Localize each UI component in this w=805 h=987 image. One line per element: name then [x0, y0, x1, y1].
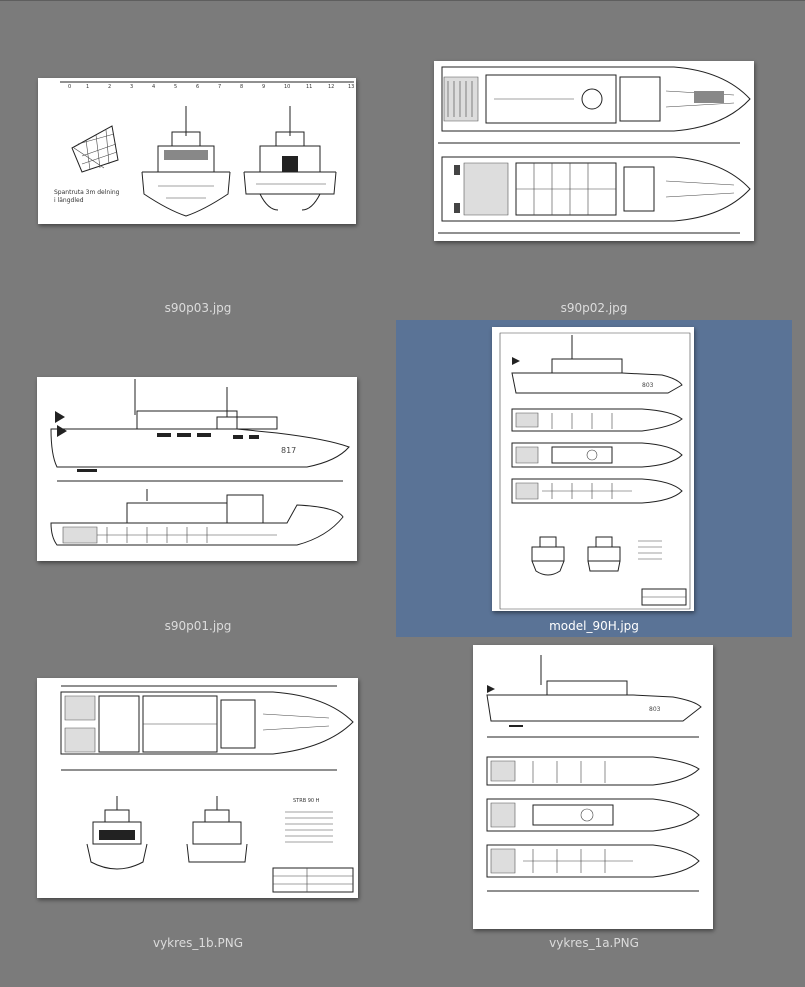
svg-text:13: 13 [348, 84, 354, 90]
file-name-label: s90p01.jpg [164, 619, 232, 633]
top-border [0, 0, 805, 1]
svg-text:817: 817 [281, 446, 296, 455]
file-tile-s90p01[interactable]: 817 s90p01.jpg [10, 327, 386, 637]
file-name-label: vykres_1a.PNG [549, 936, 639, 950]
svg-text:12: 12 [328, 84, 334, 90]
svg-text:0: 0 [68, 84, 71, 90]
file-name-label: vykres_1b.PNG [152, 936, 244, 950]
svg-text:i längdled: i längdled [54, 197, 84, 204]
svg-text:6: 6 [196, 84, 199, 90]
svg-text:4: 4 [152, 84, 155, 90]
svg-text:2: 2 [108, 84, 111, 90]
svg-text:5: 5 [174, 84, 177, 90]
svg-text:10: 10 [284, 84, 290, 90]
thumbnail-s90p01: 817 [37, 377, 357, 561]
svg-text:1: 1 [86, 84, 89, 90]
thumbnail-model-90h: 803 [492, 327, 694, 611]
file-tile-model-90h[interactable]: 803 model_90H.jpg [396, 320, 792, 637]
svg-text:Spantruta 3m delning: Spantruta 3m delning [54, 189, 120, 196]
svg-text:STRB 90 H: STRB 90 H [293, 798, 320, 804]
svg-text:803: 803 [642, 382, 654, 389]
file-name-label: s90p02.jpg [560, 301, 628, 315]
file-name-label: model_90H.jpg [549, 619, 639, 633]
thumbnail-vykres-1b: STRB 90 H [37, 678, 358, 898]
svg-text:7: 7 [218, 84, 221, 90]
svg-text:803: 803 [649, 706, 661, 713]
svg-text:8: 8 [240, 84, 243, 90]
svg-text:9: 9 [262, 84, 265, 90]
file-tile-s90p02[interactable]: s90p02.jpg [396, 30, 792, 320]
svg-text:3: 3 [130, 84, 133, 90]
svg-text:11: 11 [306, 84, 312, 90]
file-tile-vykres-1b[interactable]: STRB 90 H vykres_1b.PNG [10, 644, 386, 960]
file-name-label: s90p03.jpg [164, 301, 232, 315]
thumbnail-s90p02 [434, 61, 754, 241]
thumbnail-vykres-1a: 803 [473, 645, 713, 929]
file-tile-vykres-1a[interactable]: 803 vykres_1a.PNG [396, 644, 792, 960]
